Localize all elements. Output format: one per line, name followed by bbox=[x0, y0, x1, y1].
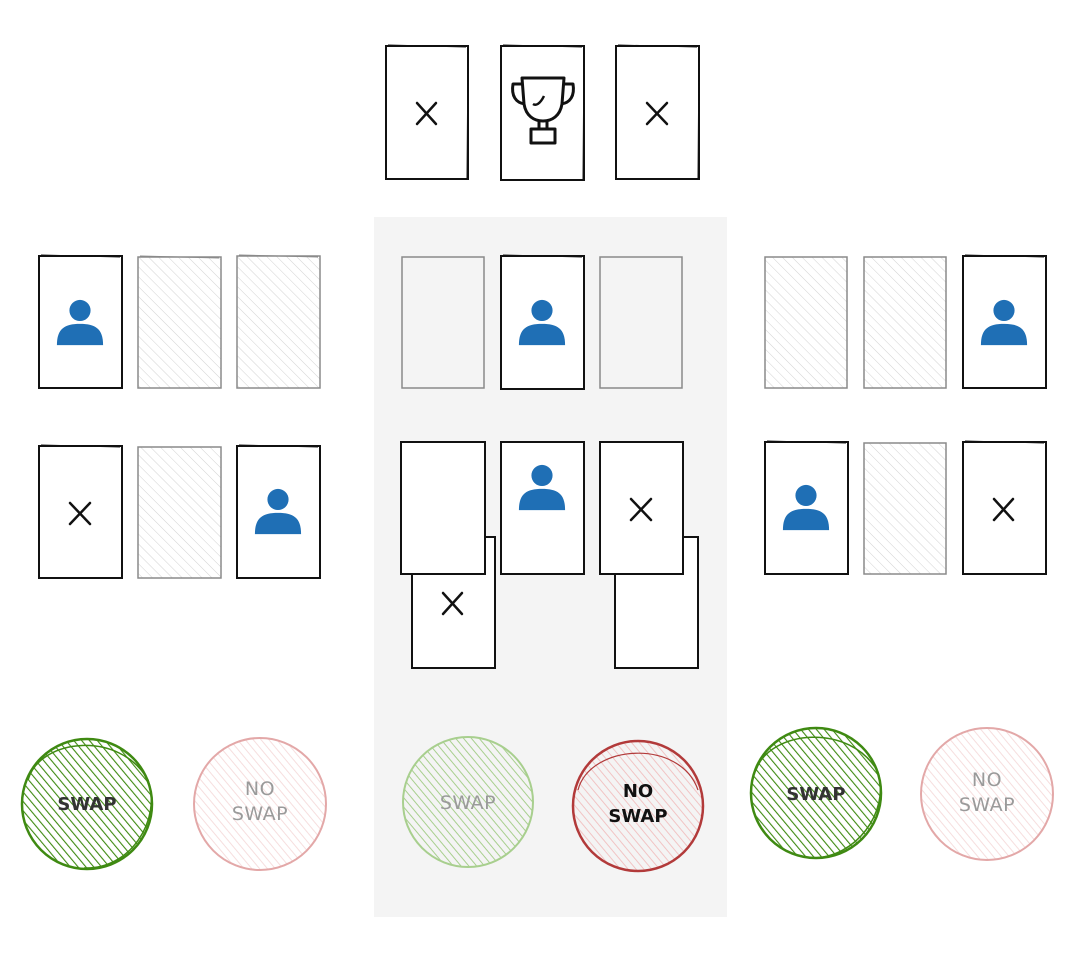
swap-button-label: SWAP bbox=[57, 794, 116, 815]
trophy-icon bbox=[511, 76, 575, 145]
x-mark-icon bbox=[68, 501, 92, 526]
door-ghost bbox=[137, 255, 222, 389]
door-ghost bbox=[401, 256, 485, 389]
x-mark-icon bbox=[645, 101, 669, 126]
no-swap-label-line2: SWAP bbox=[959, 794, 1015, 816]
door-ghost bbox=[863, 442, 947, 575]
center-scenario: SWAP NO SWAP bbox=[400, 254, 705, 873]
swap-button-label: SWAP bbox=[786, 784, 845, 805]
swap-button[interactable]: SWAP bbox=[20, 737, 154, 871]
left-scenario: SWAP NO SWAP bbox=[20, 254, 327, 871]
door-goat-right bbox=[615, 44, 700, 180]
door-chosen bbox=[962, 254, 1047, 389]
no-swap-button[interactable]: NO SWAP bbox=[920, 727, 1054, 861]
swap-button[interactable]: SWAP bbox=[749, 726, 883, 860]
swap-button-label: SWAP bbox=[440, 792, 496, 814]
no-swap-button[interactable]: NO SWAP bbox=[571, 739, 705, 873]
door-switched-to bbox=[764, 440, 849, 575]
no-swap-label-line1: NO bbox=[245, 778, 275, 800]
door-switched-to bbox=[236, 444, 321, 579]
door-ghost bbox=[599, 256, 683, 389]
no-swap-label-line1: NO bbox=[623, 781, 653, 802]
swap-button[interactable]: SWAP bbox=[402, 736, 534, 868]
door-goat bbox=[599, 441, 684, 575]
door-ghost bbox=[137, 446, 222, 579]
no-swap-label-line2: SWAP bbox=[232, 803, 288, 825]
x-mark-icon bbox=[992, 497, 1015, 522]
door-ghost bbox=[863, 256, 947, 389]
door-chosen bbox=[38, 254, 123, 389]
no-swap-label-line1: NO bbox=[972, 769, 1002, 791]
top-door-row bbox=[385, 44, 700, 181]
x-mark-icon bbox=[629, 497, 653, 522]
door-goat-left bbox=[385, 44, 469, 180]
door-car-center bbox=[500, 44, 585, 181]
no-swap-label-line2: SWAP bbox=[608, 806, 667, 827]
door-front-left bbox=[400, 441, 486, 575]
door-chosen bbox=[500, 254, 585, 390]
door-stay bbox=[500, 441, 585, 575]
x-mark-icon bbox=[415, 101, 438, 126]
door-ghost bbox=[764, 256, 848, 389]
door-ghost bbox=[236, 254, 321, 389]
x-mark-icon bbox=[441, 591, 464, 616]
door-goat bbox=[38, 444, 123, 579]
right-scenario: SWAP NO SWAP bbox=[749, 254, 1054, 861]
no-swap-button[interactable]: NO SWAP bbox=[193, 737, 327, 871]
door-goat bbox=[962, 440, 1047, 575]
